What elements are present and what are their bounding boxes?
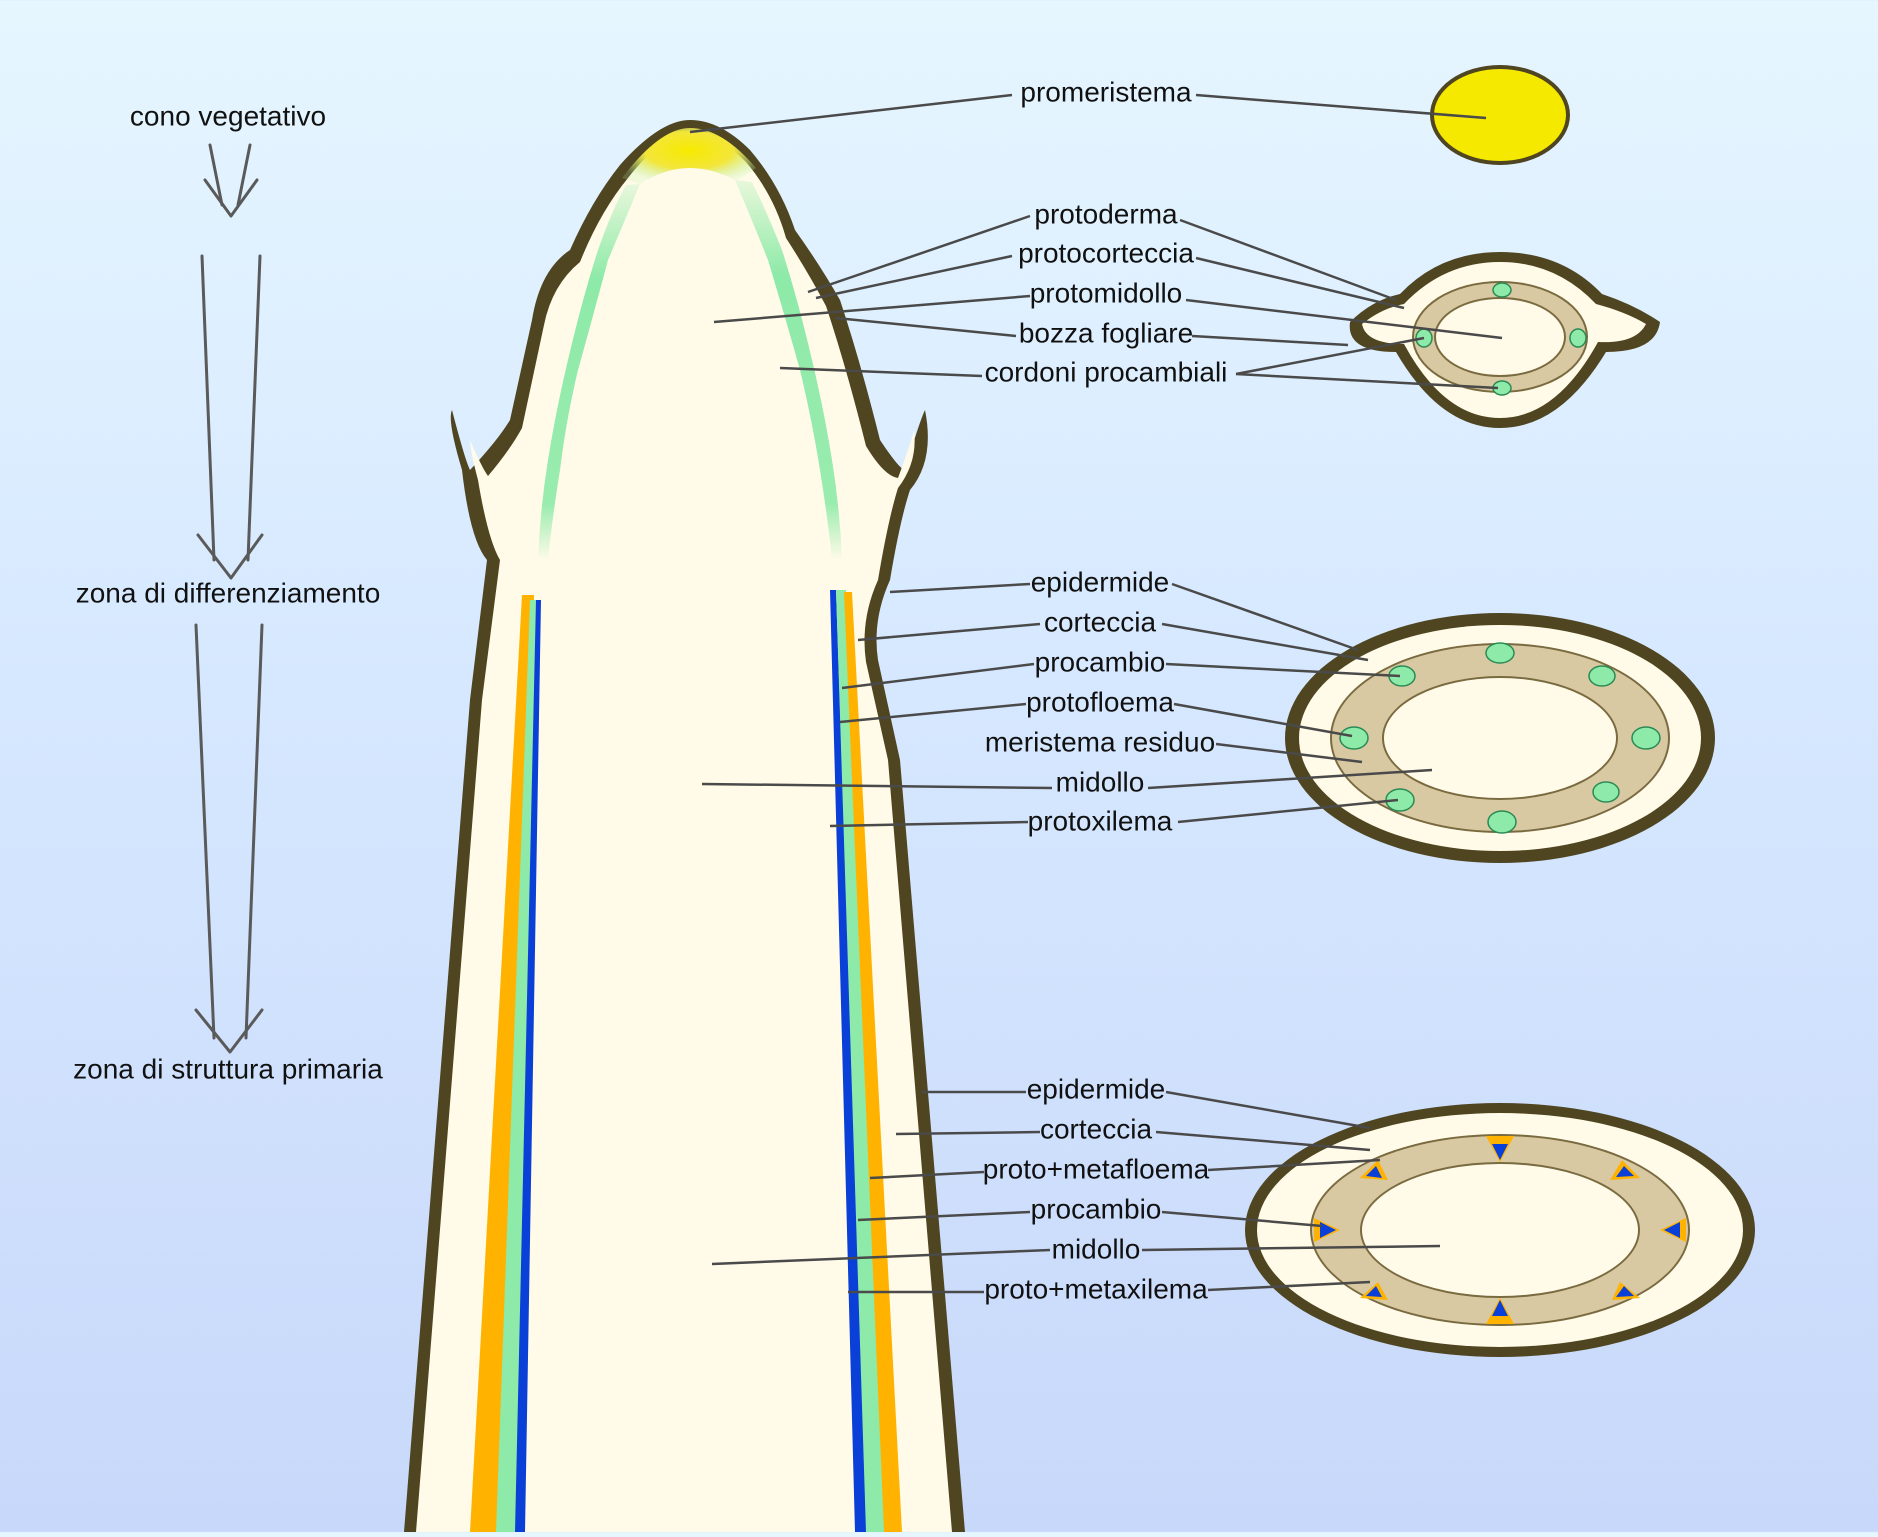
zone-label-primary-structure: zona di struttura primaria: [73, 1053, 383, 1084]
procambium-band-left: [496, 600, 538, 1532]
label-proto-metaxilema: proto+metaxilema: [984, 1273, 1208, 1304]
cross-section-differentiation: [1285, 613, 1715, 863]
cross-section-apex: [1349, 252, 1660, 428]
phloem-band-right: [844, 592, 902, 1532]
xylem-band-left: [515, 600, 541, 1532]
arrow-2-icon: [196, 254, 264, 580]
label-protofloema: protofloema: [1026, 686, 1174, 717]
label-corteccia-1: corteccia: [1044, 606, 1156, 637]
label-midollo-2: midollo: [1052, 1233, 1141, 1264]
longitudinal-section: [404, 120, 965, 1532]
zone-axis: cono vegetativo zona di differenziamento…: [73, 100, 383, 1084]
label-protoderma: protoderma: [1034, 198, 1178, 229]
label-epidermide-2: epidermide: [1027, 1073, 1166, 1104]
label-cordoni-procambiali: cordoni procambiali: [985, 356, 1228, 387]
cross-section-primary: [1245, 1103, 1755, 1357]
label-protocorteccia: protocorteccia: [1018, 237, 1194, 268]
bundles-primary: [1314, 1136, 1686, 1324]
label-protoxilema: protoxilema: [1028, 805, 1173, 836]
zone-label-differentiation: zona di differenziamento: [76, 577, 381, 608]
bundles-differentiation: [1339, 642, 1661, 834]
cross-section-promeristem: [1430, 65, 1570, 165]
label-epidermide-1: epidermide: [1031, 566, 1170, 597]
tissue-labels: promeristema protoderma protocorteccia p…: [983, 76, 1228, 1304]
arrow-1-icon: [203, 143, 259, 218]
label-procambio-2: procambio: [1031, 1193, 1162, 1224]
promeristem-cap: [622, 128, 756, 184]
procambial-strand-left-upper: [538, 184, 640, 560]
label-proto-metafloema: proto+metafloema: [983, 1153, 1210, 1184]
leader-lines: [689, 93, 1503, 1294]
zone-label-cone: cono vegetativo: [130, 100, 326, 131]
phloem-band-left: [470, 595, 534, 1532]
label-meristema-residuo: meristema residuo: [985, 726, 1215, 757]
procambial-strand-right-upper: [735, 180, 842, 560]
label-promeristema: promeristema: [1020, 76, 1192, 107]
label-protomidollo: protomidollo: [1030, 277, 1183, 308]
label-corteccia-2: corteccia: [1040, 1113, 1152, 1144]
label-midollo-1: midollo: [1056, 766, 1145, 797]
label-procambio-1: procambio: [1035, 646, 1166, 677]
arrow-3-icon: [194, 623, 264, 1054]
label-bozza-fogliare: bozza fogliare: [1019, 317, 1193, 348]
